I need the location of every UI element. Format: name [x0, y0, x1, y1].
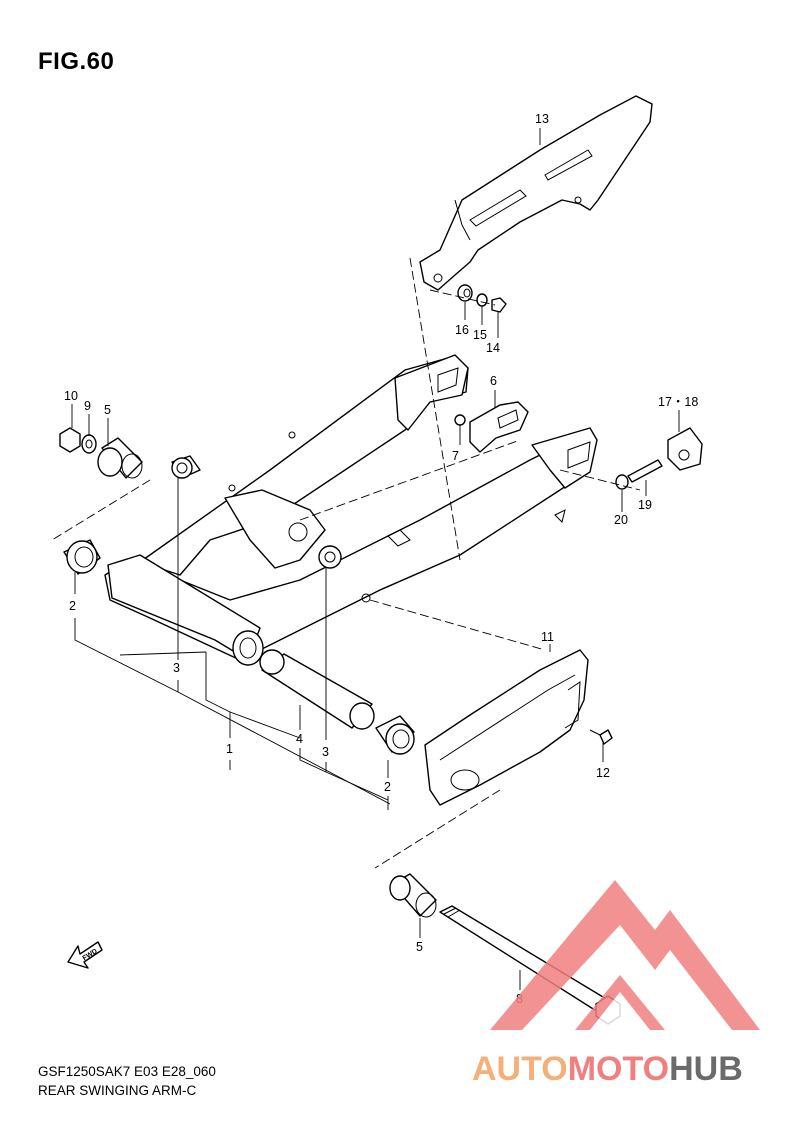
label-20: 20: [614, 513, 628, 527]
logo-text: AUTOMOTOHUB: [472, 1050, 743, 1088]
part-16-collar: [457, 284, 473, 302]
part-10-nut: [59, 427, 81, 453]
label-2-left: 2: [69, 599, 76, 613]
logo-auto: AUTO: [472, 1050, 568, 1088]
part-13-chain-case: [419, 95, 653, 291]
label-10: 10: [64, 389, 78, 403]
part-2-bearing-left: [63, 539, 101, 575]
part-15-washer: [476, 293, 488, 307]
part-11-chain-buffer: [424, 649, 589, 806]
part-20-nut: [615, 474, 629, 490]
fwd-arrow-icon: FWD: [67, 941, 103, 969]
fwd-text: FWD: [82, 948, 99, 962]
part-6-plate: [469, 401, 529, 453]
label-11: 11: [541, 630, 554, 644]
part-19-adjuster-bolt: [627, 459, 663, 483]
part-3-bearing-right: [318, 545, 342, 569]
part-9-washer: [81, 434, 97, 454]
part-7-screw: [454, 414, 466, 426]
part-3-bearing-upper: [171, 455, 201, 479]
part-5-spacer-lower: [389, 873, 437, 918]
label-14: 14: [486, 341, 500, 355]
label-7: 7: [452, 449, 459, 463]
footer-name: REAR SWINGING ARM-C: [38, 1083, 197, 1098]
label-15: 15: [473, 328, 487, 342]
part-1-swing-arm: [104, 354, 598, 666]
label-5-lower: 5: [416, 940, 423, 954]
part-14-bolt: [491, 297, 507, 313]
label-2-right: 2: [384, 780, 391, 794]
footer: GSF1250SAK7 E03 E28_060 REAR SWINGING AR…: [38, 1062, 216, 1100]
footer-code: GSF1250SAK7 E03 E28_060: [38, 1064, 216, 1079]
label-6: 6: [490, 374, 497, 388]
leader-lines: [51, 128, 680, 990]
part-4-spacer: [259, 649, 375, 730]
label-3-upper: 3: [173, 661, 180, 675]
logo-hub: HUB: [669, 1050, 743, 1088]
label-1: 1: [226, 742, 233, 756]
label-4: 4: [296, 732, 303, 746]
label-3-lower: 3: [322, 745, 329, 759]
part-17-18-chain-adjuster: [667, 427, 703, 471]
label-13: 13: [535, 112, 549, 126]
figure-title: FIG.60: [38, 48, 115, 75]
logo-moto: MOTO: [568, 1050, 669, 1088]
label-19: 19: [638, 498, 652, 512]
part-2-bearing-right: [375, 715, 415, 755]
label-9: 9: [84, 399, 91, 413]
label-5-upper: 5: [104, 403, 111, 417]
automotohub-logo-icon: AUTOMOTOHUB: [472, 880, 760, 1088]
part-5-spacer-upper: [97, 437, 143, 479]
label-16: 16: [455, 323, 469, 337]
part-12-screw: [589, 729, 613, 745]
label-12: 12: [596, 766, 610, 780]
label-17-18: 17・18: [658, 395, 698, 409]
